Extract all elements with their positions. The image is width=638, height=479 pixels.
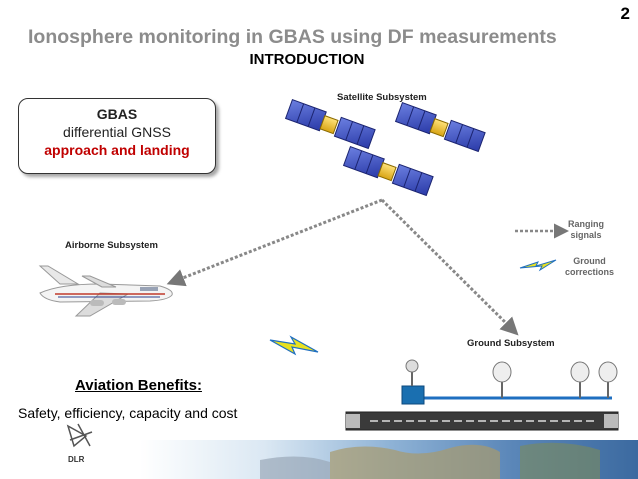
correction-lightning-icon xyxy=(270,337,318,354)
dlr-logo-text: DLR xyxy=(68,455,84,464)
ranging-signal-to-aircraft xyxy=(170,200,382,283)
satellite-2 xyxy=(396,103,486,152)
benefits-text: Safety, efficiency, capacity and cost xyxy=(18,405,237,421)
ground-receiver-1 xyxy=(493,362,511,398)
ground-receiver-2 xyxy=(571,362,589,398)
legend-ranging-line1: Ranging xyxy=(568,219,604,230)
runway-icon xyxy=(346,412,618,430)
aircraft-icon xyxy=(40,266,172,316)
ground-facility-icon xyxy=(402,360,424,404)
dlr-logo-icon xyxy=(68,424,92,446)
satellite-3 xyxy=(344,147,434,196)
satellite-subsystem-label: Satellite Subsystem xyxy=(337,92,427,103)
legend-ranging-line2: signals xyxy=(568,230,604,241)
legend-lightning-icon xyxy=(520,260,556,270)
ground-receiver-3 xyxy=(599,362,617,398)
benefits-heading: Aviation Benefits: xyxy=(75,377,202,394)
legend-corrections-line1: Ground xyxy=(565,256,614,267)
legend-ranging-label: Ranging signals xyxy=(568,219,604,241)
legend-corrections-line2: corrections xyxy=(565,267,614,278)
airborne-subsystem-label: Airborne Subsystem xyxy=(65,240,158,251)
ground-subsystem-label: Ground Subsystem xyxy=(467,338,555,349)
ranging-signal-to-ground xyxy=(382,200,516,333)
satellite-1 xyxy=(286,100,376,149)
legend-corrections-label: Ground corrections xyxy=(565,256,614,278)
earth-background xyxy=(140,440,638,479)
